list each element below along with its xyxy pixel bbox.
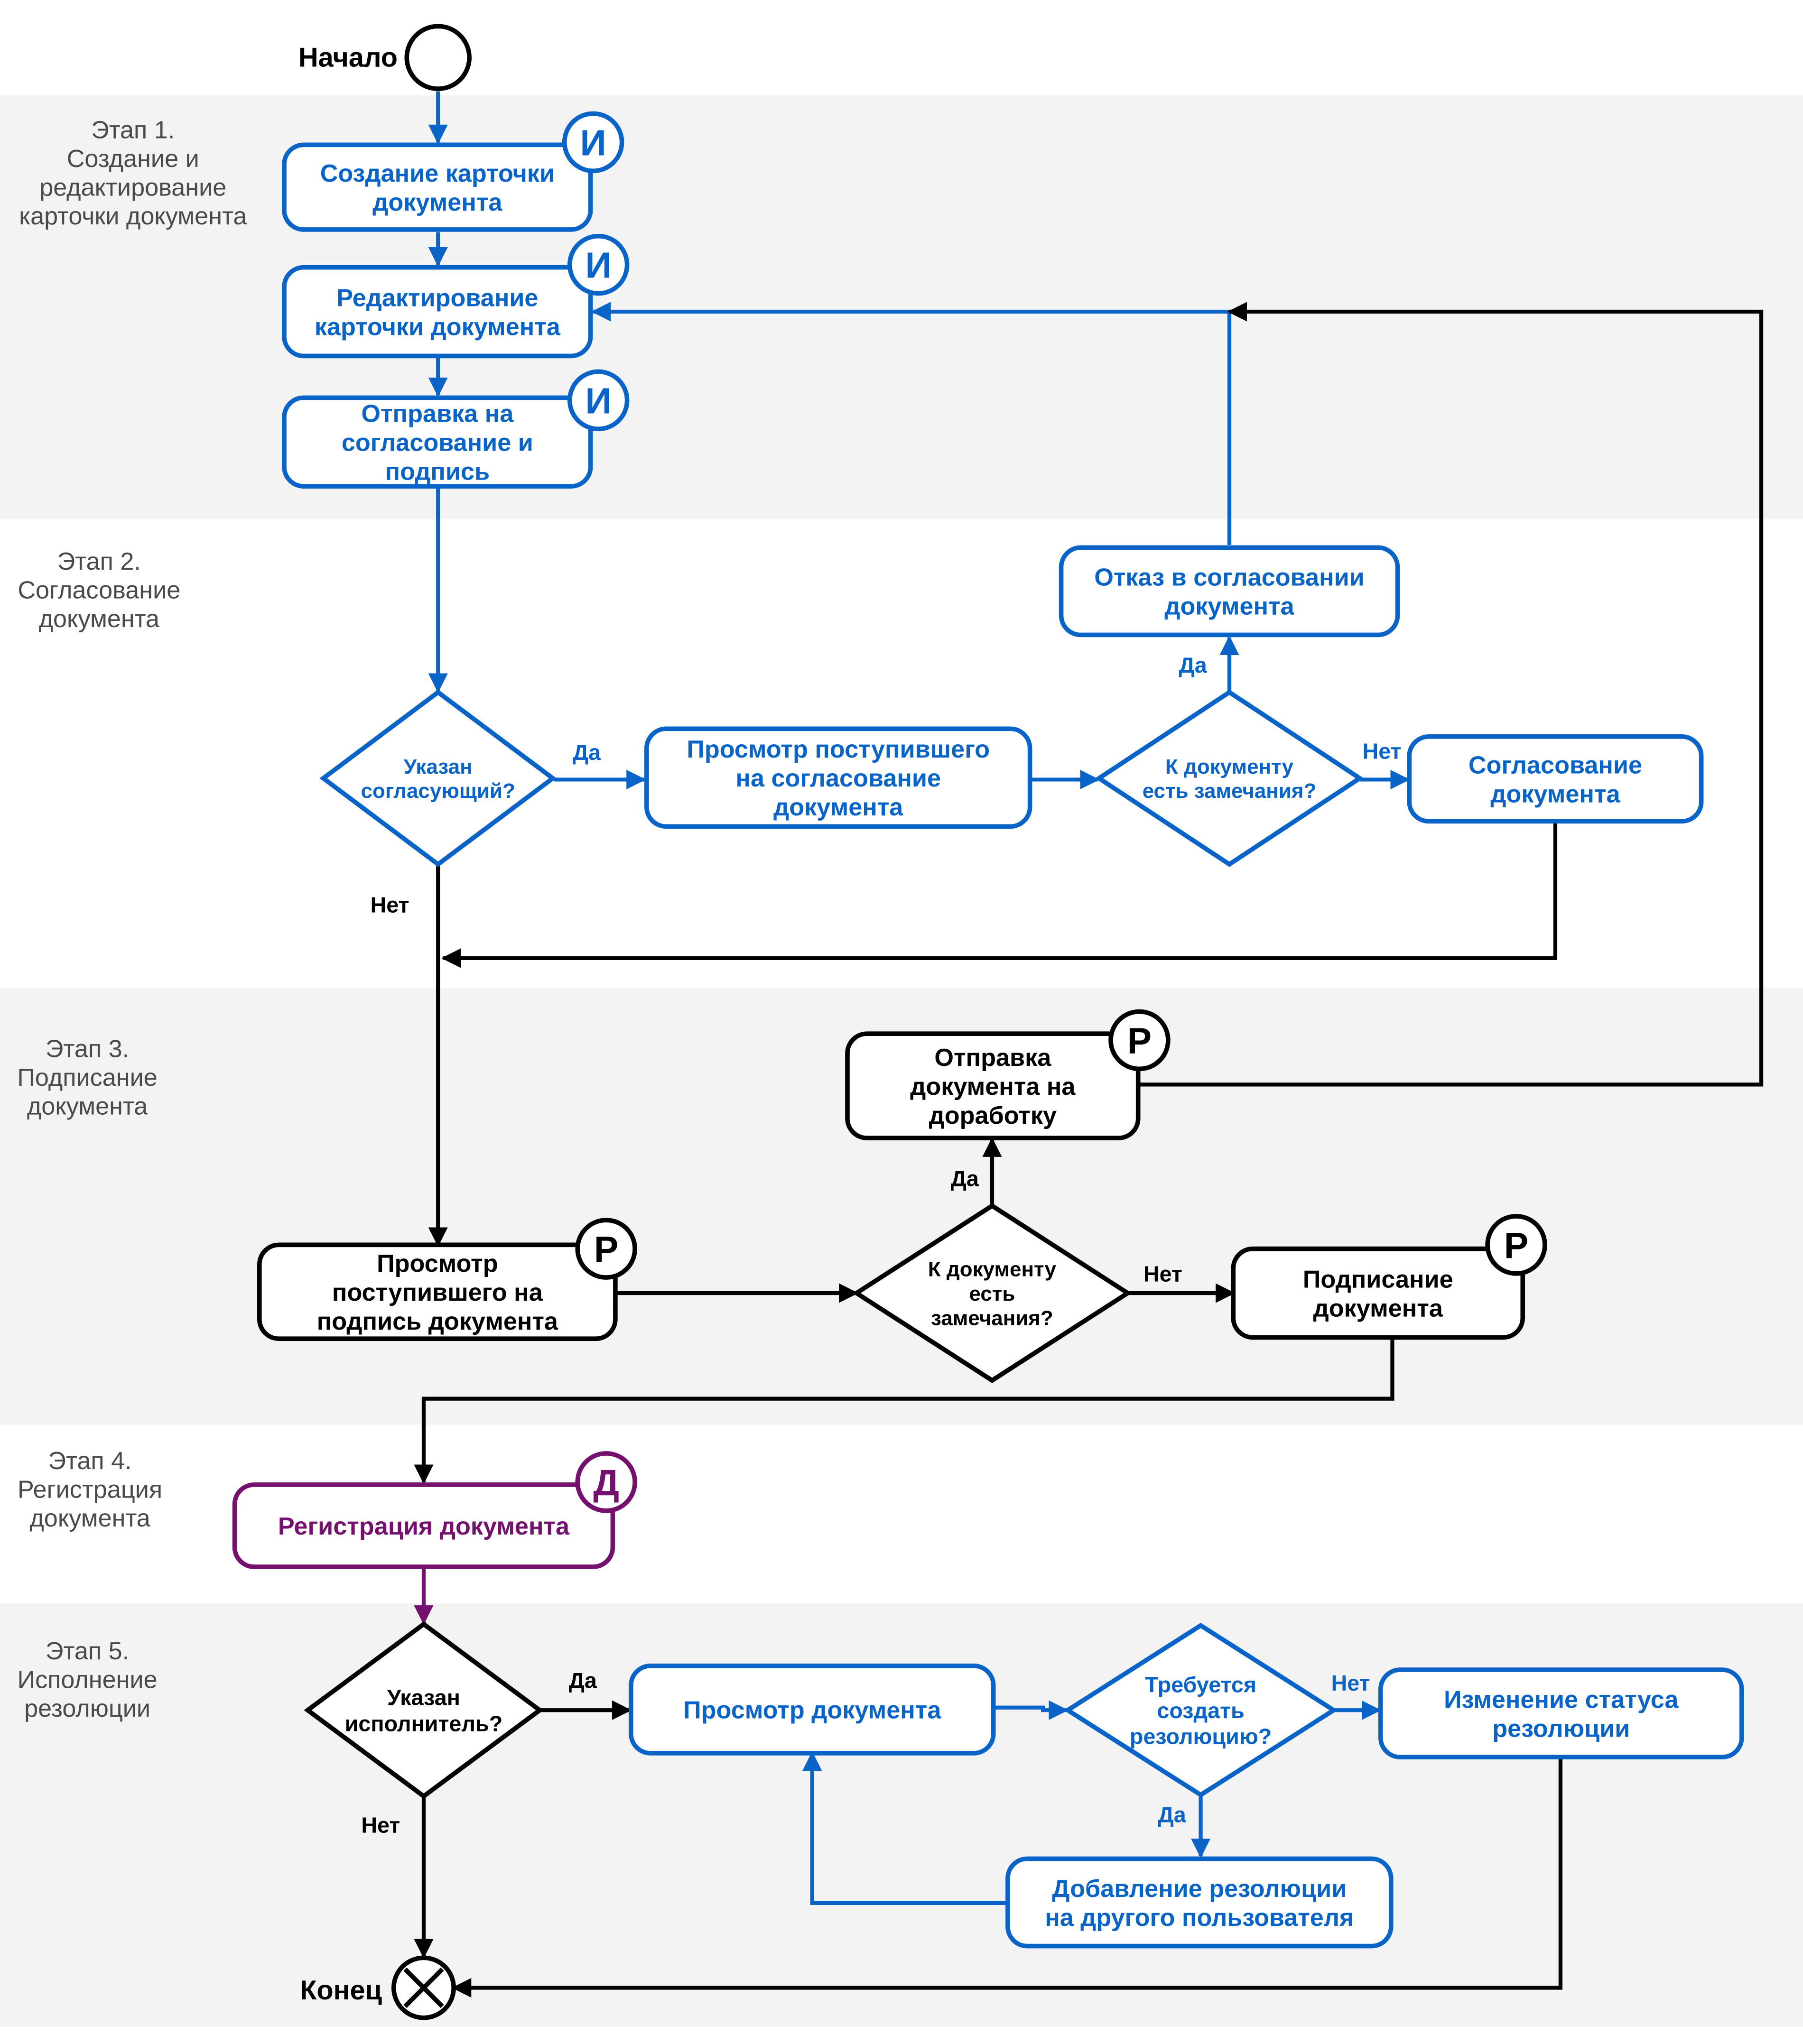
sign-doc-box [1231,1246,1525,1340]
send-rework-box [845,1031,1141,1140]
register-doc-role-badge [575,1451,637,1513]
edge-label-remarks-approval-to-approval-refusal: Да [1179,653,1207,677]
start-label: Начало [298,42,398,73]
edge-label-remarks-sign-to-sign-doc: Нет [1143,1261,1182,1286]
register-doc-role-badge-text: Д [593,1462,619,1503]
edit-card-role-badge-text: И [586,245,612,286]
edge-change-status-to-end [452,1758,1563,1998]
sign-doc-role-badge [1485,1214,1547,1276]
view-doc-box [629,1664,996,1756]
review-approval-box [644,726,1032,829]
edge-label-remarks-sign-to-send-rework: Да [951,1166,979,1191]
end-cross-icon [403,1967,444,2008]
send-approval-role-badge [567,369,630,432]
node-register-doc[interactable]: Регистрация документа Д [232,1451,637,1569]
edge-approve-doc-to-review-sign [441,823,1558,968]
edge-label-remarks-approval-to-approve-doc: Нет [1363,739,1402,763]
executor-specified-diamond [304,1621,544,1799]
edge-add-resolution-to-view-doc [802,1751,1008,1905]
send-approval-role-badge-text: И [586,380,612,421]
change-status-box [1378,1667,1744,1759]
send-approval-box [282,395,593,489]
send-rework-role-badge [1108,1009,1171,1072]
stage-band [0,95,1803,519]
approve-doc-box [1407,734,1704,824]
review-sign-role-badge-text: Р [594,1229,618,1270]
edit-card-role-badge [567,233,630,296]
edge-label-resolution-needed-to-add-resolution: Да [1158,1803,1187,1827]
end-label: Конец [300,1975,382,2006]
edit-card-box [282,265,593,359]
edge-label-resolution-needed-to-change-status: Нет [1331,1671,1370,1695]
create-card-role-badge-text: И [580,122,606,163]
remarks-approval-diamond [1095,689,1364,867]
start-circle [404,24,472,91]
node-view-doc[interactable]: Просмотр документа [629,1664,996,1756]
send-rework-role-badge-text: Р [1127,1020,1152,1061]
review-sign-box [257,1242,618,1341]
edge-send-rework-to-edit-card [1138,302,1764,1087]
edge-sign-doc-to-register-doc [414,1339,1394,1484]
resolution-needed-diamond [1063,1622,1338,1798]
create-card-box [282,142,593,232]
register-doc-box [232,1482,615,1569]
approver-specified-diamond [319,689,557,868]
node-end[interactable]: Конец [300,1955,456,2020]
edge-label-approver-specified-to-review-sign: Нет [371,893,409,917]
view-doc-text: Просмотр документа [683,1697,941,1724]
node-start[interactable]: Начало [298,24,472,91]
edge-label-executor-specified-to-end: Нет [361,1813,400,1838]
sign-doc-role-badge-text: Р [1504,1225,1528,1266]
add-resolution-box [1005,1856,1394,1949]
register-doc-text: Регистрация документа [278,1513,570,1540]
edge-label-approver-specified-to-review-approval: Да [573,740,601,765]
edge-label-executor-specified-to-view-doc: Да [569,1668,597,1693]
review-sign-role-badge [575,1218,637,1280]
approval-refusal-box [1059,545,1400,638]
remarks-sign-diamond [852,1203,1132,1383]
edge-view-doc-to-resolution-needed [994,1700,1069,1720]
create-card-role-badge [562,111,624,174]
